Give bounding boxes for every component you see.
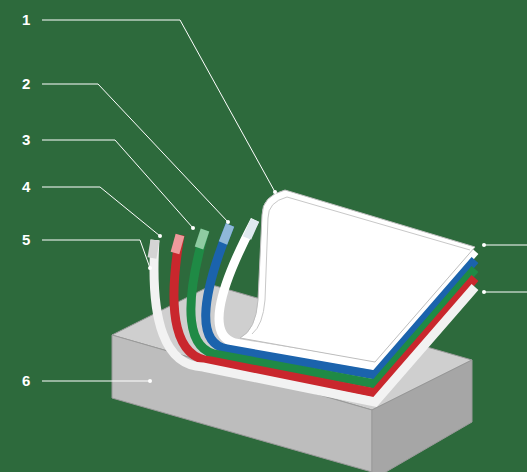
callout-number: 4 — [22, 178, 30, 196]
callout-number: 6 — [22, 372, 30, 390]
callout-number: 1 — [22, 11, 30, 29]
callout-number: 2 — [22, 75, 30, 93]
callout-number: 3 — [22, 131, 30, 149]
leader-lines — [42, 20, 527, 381]
layer-tips — [152, 220, 255, 258]
top-surface — [240, 190, 475, 362]
leader-dots — [148, 190, 486, 383]
callout-number: 5 — [22, 231, 30, 249]
surface-edge — [252, 197, 470, 334]
